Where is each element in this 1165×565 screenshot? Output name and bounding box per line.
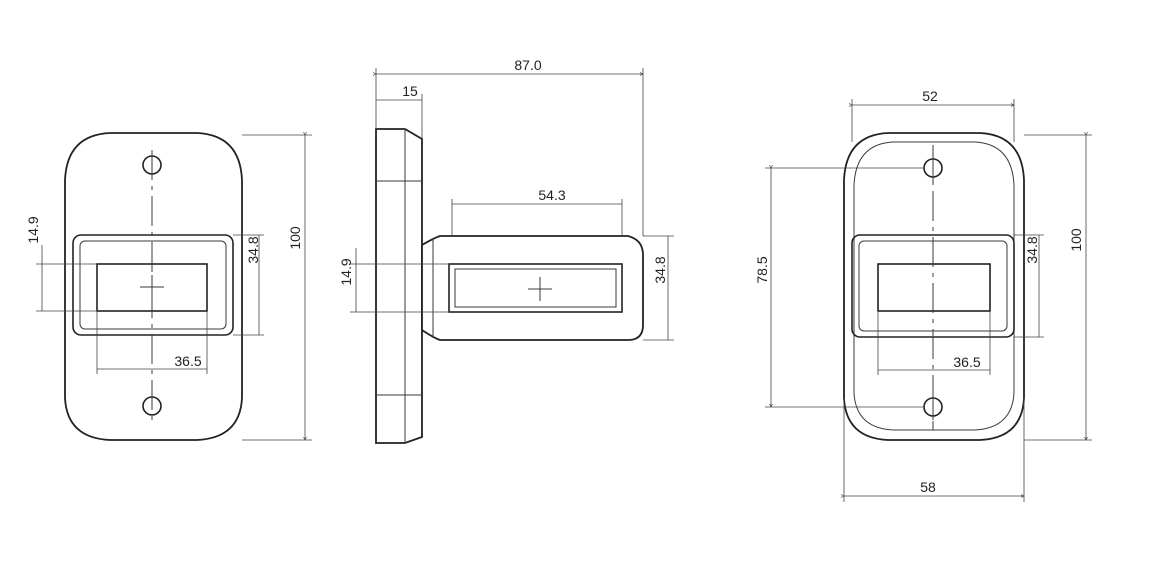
lens-outer <box>72 234 234 336</box>
dim-top-width-label: 52 <box>922 88 938 104</box>
housing-outline-inner <box>853 141 1015 431</box>
lens-body-side <box>421 235 644 341</box>
dim-lens-width-label: 36.5 <box>174 353 201 369</box>
flange-outline <box>375 128 423 444</box>
dim-lens-height-side-label: 34.8 <box>652 256 668 283</box>
dim-hole-spacing-label: 78.5 <box>754 256 770 283</box>
dim-lens-length-label: 54.3 <box>538 187 565 203</box>
front-view-left: 100 14.9 34.8 36.5 <box>25 133 312 441</box>
housing-outline-outer <box>843 132 1025 441</box>
dim-lens-height-label: 34.8 <box>245 236 261 263</box>
dim-height-right-label: 100 <box>1068 228 1084 252</box>
lens-inner <box>79 240 227 330</box>
dim-lens-width-right-label: 36.5 <box>953 354 980 370</box>
dim-lens-height-right-label: 34.8 <box>1024 236 1040 263</box>
dim-window-height-side-label: 14.9 <box>338 258 354 285</box>
lens-window-side-inner <box>454 268 617 308</box>
side-view: 87.0 15 54.3 34.8 14.9 <box>338 57 674 444</box>
front-view-right: 52 58 100 78.5 34.8 36.5 <box>754 88 1092 502</box>
lens-window-side-outer <box>448 263 623 313</box>
dim-total-length-label: 87.0 <box>514 57 541 73</box>
dim-window-height-label: 14.9 <box>25 216 41 243</box>
dim-bottom-width-label: 58 <box>920 479 936 495</box>
dim-height-label: 100 <box>287 226 303 250</box>
dim-flange-label: 15 <box>402 83 418 99</box>
lens-window-right <box>877 263 991 312</box>
